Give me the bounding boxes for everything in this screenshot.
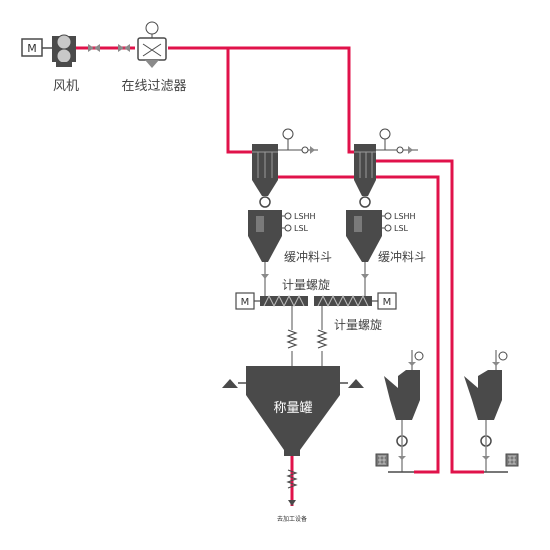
weigh-tank-unit: 称量罐 去加工设备 [222, 366, 364, 523]
right-level-low-label: LSL [394, 224, 409, 233]
right-receiver [354, 144, 376, 180]
filter-body [137, 37, 167, 61]
right-metering-screw [314, 296, 372, 306]
left-rotary-valve-icon [259, 196, 271, 208]
right-load-cell-icon [348, 379, 364, 388]
feed-station-left-hopper [384, 370, 420, 420]
right-buffer-hopper [346, 210, 382, 262]
right-buffer-hopper-label: 缓冲料斗 [378, 249, 426, 264]
right-metering-screw-unit: M 计量螺旋 [314, 292, 397, 366]
left-screw-motor-label: M [241, 297, 250, 308]
blower-outlet-valve [88, 44, 100, 52]
pipe-to-right-receiver [228, 46, 354, 154]
weigh-tank-label: 称量罐 [273, 401, 312, 416]
pipe-to-left-receiver [226, 48, 252, 154]
blower-unit: M 风机 [21, 34, 79, 94]
left-metering-screw-label: 计量螺旋 [282, 278, 330, 292]
left-level-high-label: LSHH [294, 212, 316, 221]
left-pressure-gauge-icon [282, 128, 294, 140]
left-metering-screw-unit: M 计量螺旋 [235, 278, 330, 366]
inline-filter-label: 在线过滤器 [121, 79, 186, 94]
filter-gauge-icon [145, 21, 159, 35]
blower-label: 风机 [53, 79, 79, 94]
left-buffer-hopper-label: 缓冲料斗 [284, 249, 332, 264]
left-load-cell-icon [222, 379, 238, 388]
right-metering-screw-label: 计量螺旋 [334, 318, 382, 332]
feed-station-left [375, 350, 424, 473]
left-metering-screw [260, 296, 308, 306]
right-pressure-gauge-icon [379, 128, 391, 140]
right-buffer-hopper-unit: LSHH LSL 缓冲料斗 [346, 128, 426, 296]
weigh-tank [246, 366, 340, 450]
inline-filter-unit: 在线过滤器 [118, 21, 187, 94]
left-buffer-hopper [248, 210, 282, 262]
left-level-low-label: LSL [294, 224, 309, 233]
right-rotary-valve-icon [359, 196, 371, 208]
feed-station-right-hopper [464, 370, 502, 420]
return-line-right [376, 159, 484, 474]
right-screw-motor-label: M [383, 297, 392, 308]
outlet-label: 去加工设备 [277, 515, 307, 523]
feed-station-right [464, 350, 519, 473]
blower-motor-label: M [27, 42, 37, 55]
right-level-high-label: LSHH [394, 212, 416, 221]
left-buffer-hopper-unit: LSHH LSL 缓冲料斗 [248, 128, 332, 296]
